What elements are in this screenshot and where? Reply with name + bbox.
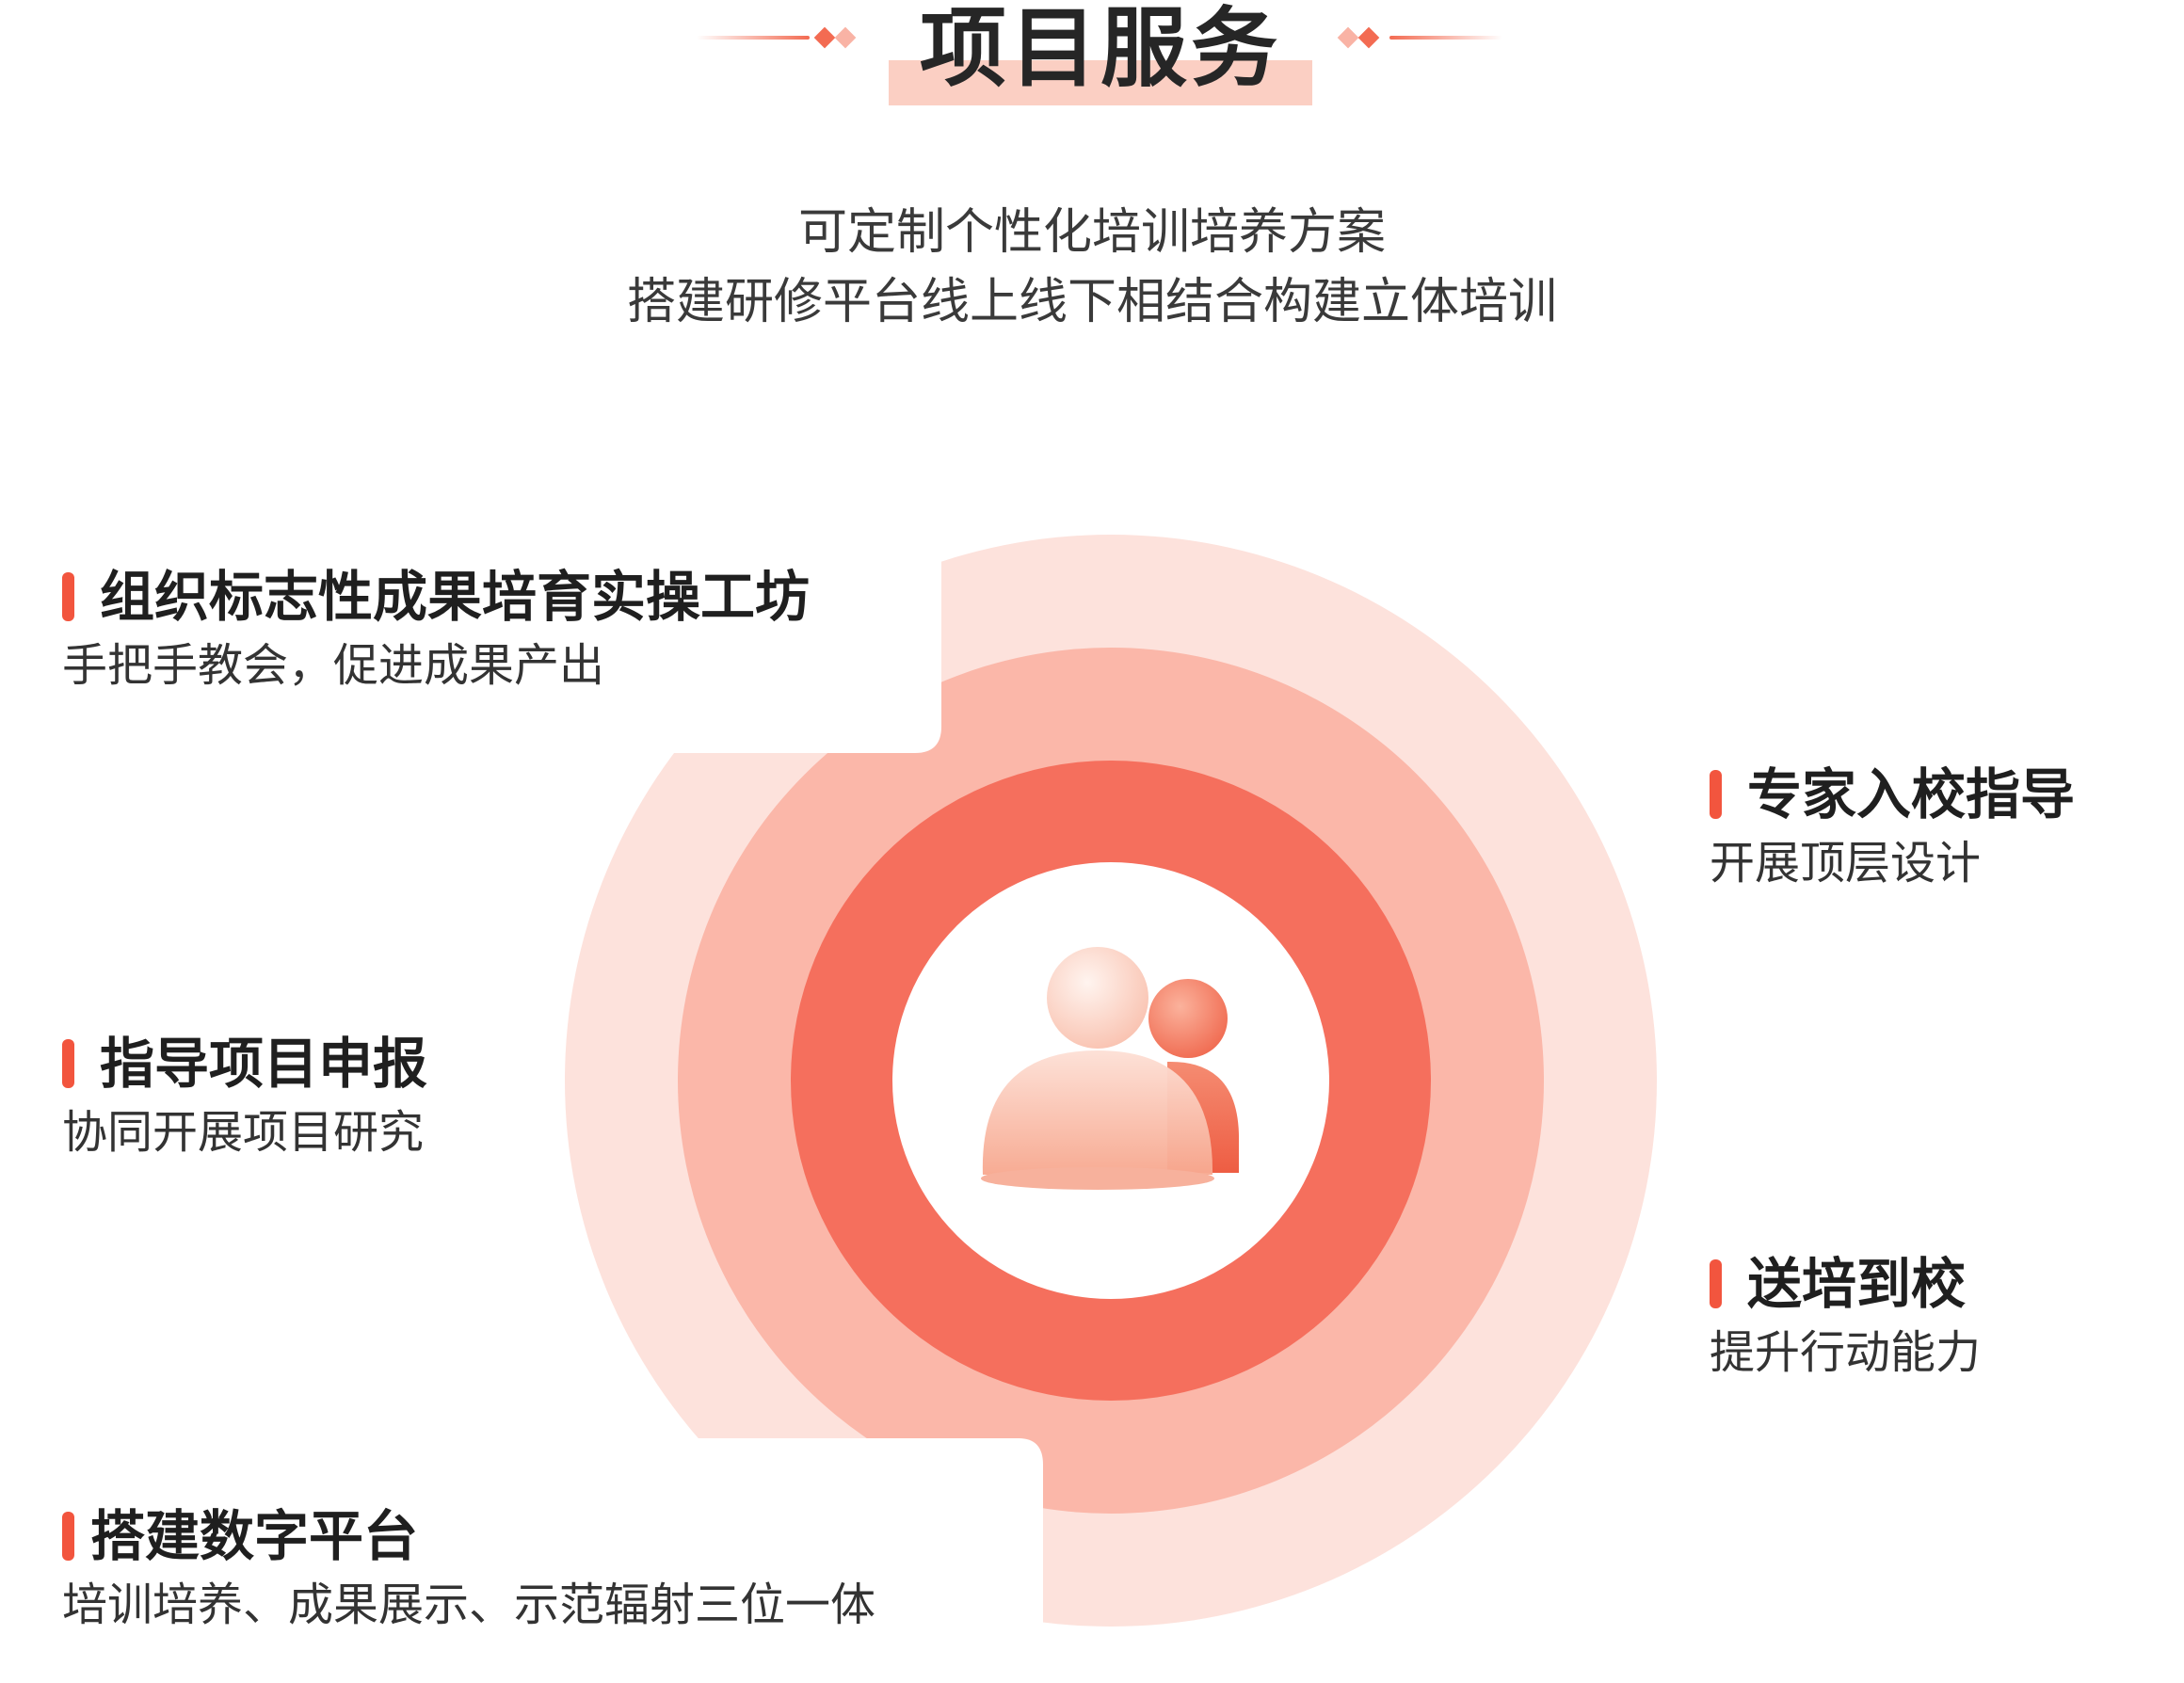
subtitle-line-1: 可定制个性化培训培养方案 <box>797 204 1386 261</box>
feature-marker <box>1710 1259 1722 1308</box>
title-highlight <box>889 60 1312 105</box>
people-icon <box>981 947 1240 1190</box>
title-decoration-right <box>1337 26 1506 49</box>
subtitle: 可定制个性化培训培养方案 搭建研修平台线上线下相结合构建立体培训 <box>0 198 2184 337</box>
feature-title: 指导项目申报 <box>100 1032 428 1096</box>
title-block: 项目服务 <box>889 0 1312 105</box>
page-title: 项目服务 <box>919 0 1281 99</box>
feature-desc: 协同开展项目研究 <box>62 1106 425 1159</box>
feature-marker <box>62 1039 74 1088</box>
subtitle-line-2: 搭建研修平台线上线下相结合构建立体培训 <box>626 274 1557 330</box>
feature-desc: 手把手教会，促进成果产出 <box>62 639 605 692</box>
feature-marker <box>62 1512 74 1561</box>
feature-marker <box>62 572 74 621</box>
feature-desc: 开展顶层设计 <box>1710 837 1982 890</box>
feature-title: 专家入校指导 <box>1747 762 2076 826</box>
feature-desc: 培训培养、成果展示、示范辐射三位一体 <box>62 1579 876 1631</box>
label-panel-top <box>0 527 941 753</box>
feature-title: 组织标志性成果培育实操工坊 <box>100 565 811 629</box>
label-panel-bottom <box>0 1438 1043 1683</box>
title-decoration-left <box>697 26 857 49</box>
feature-title: 送培到校 <box>1747 1252 1967 1316</box>
feature-title: 搭建数字平台 <box>90 1504 419 1568</box>
feature-marker <box>1710 770 1722 819</box>
feature-desc: 提升行动能力 <box>1710 1326 1982 1379</box>
